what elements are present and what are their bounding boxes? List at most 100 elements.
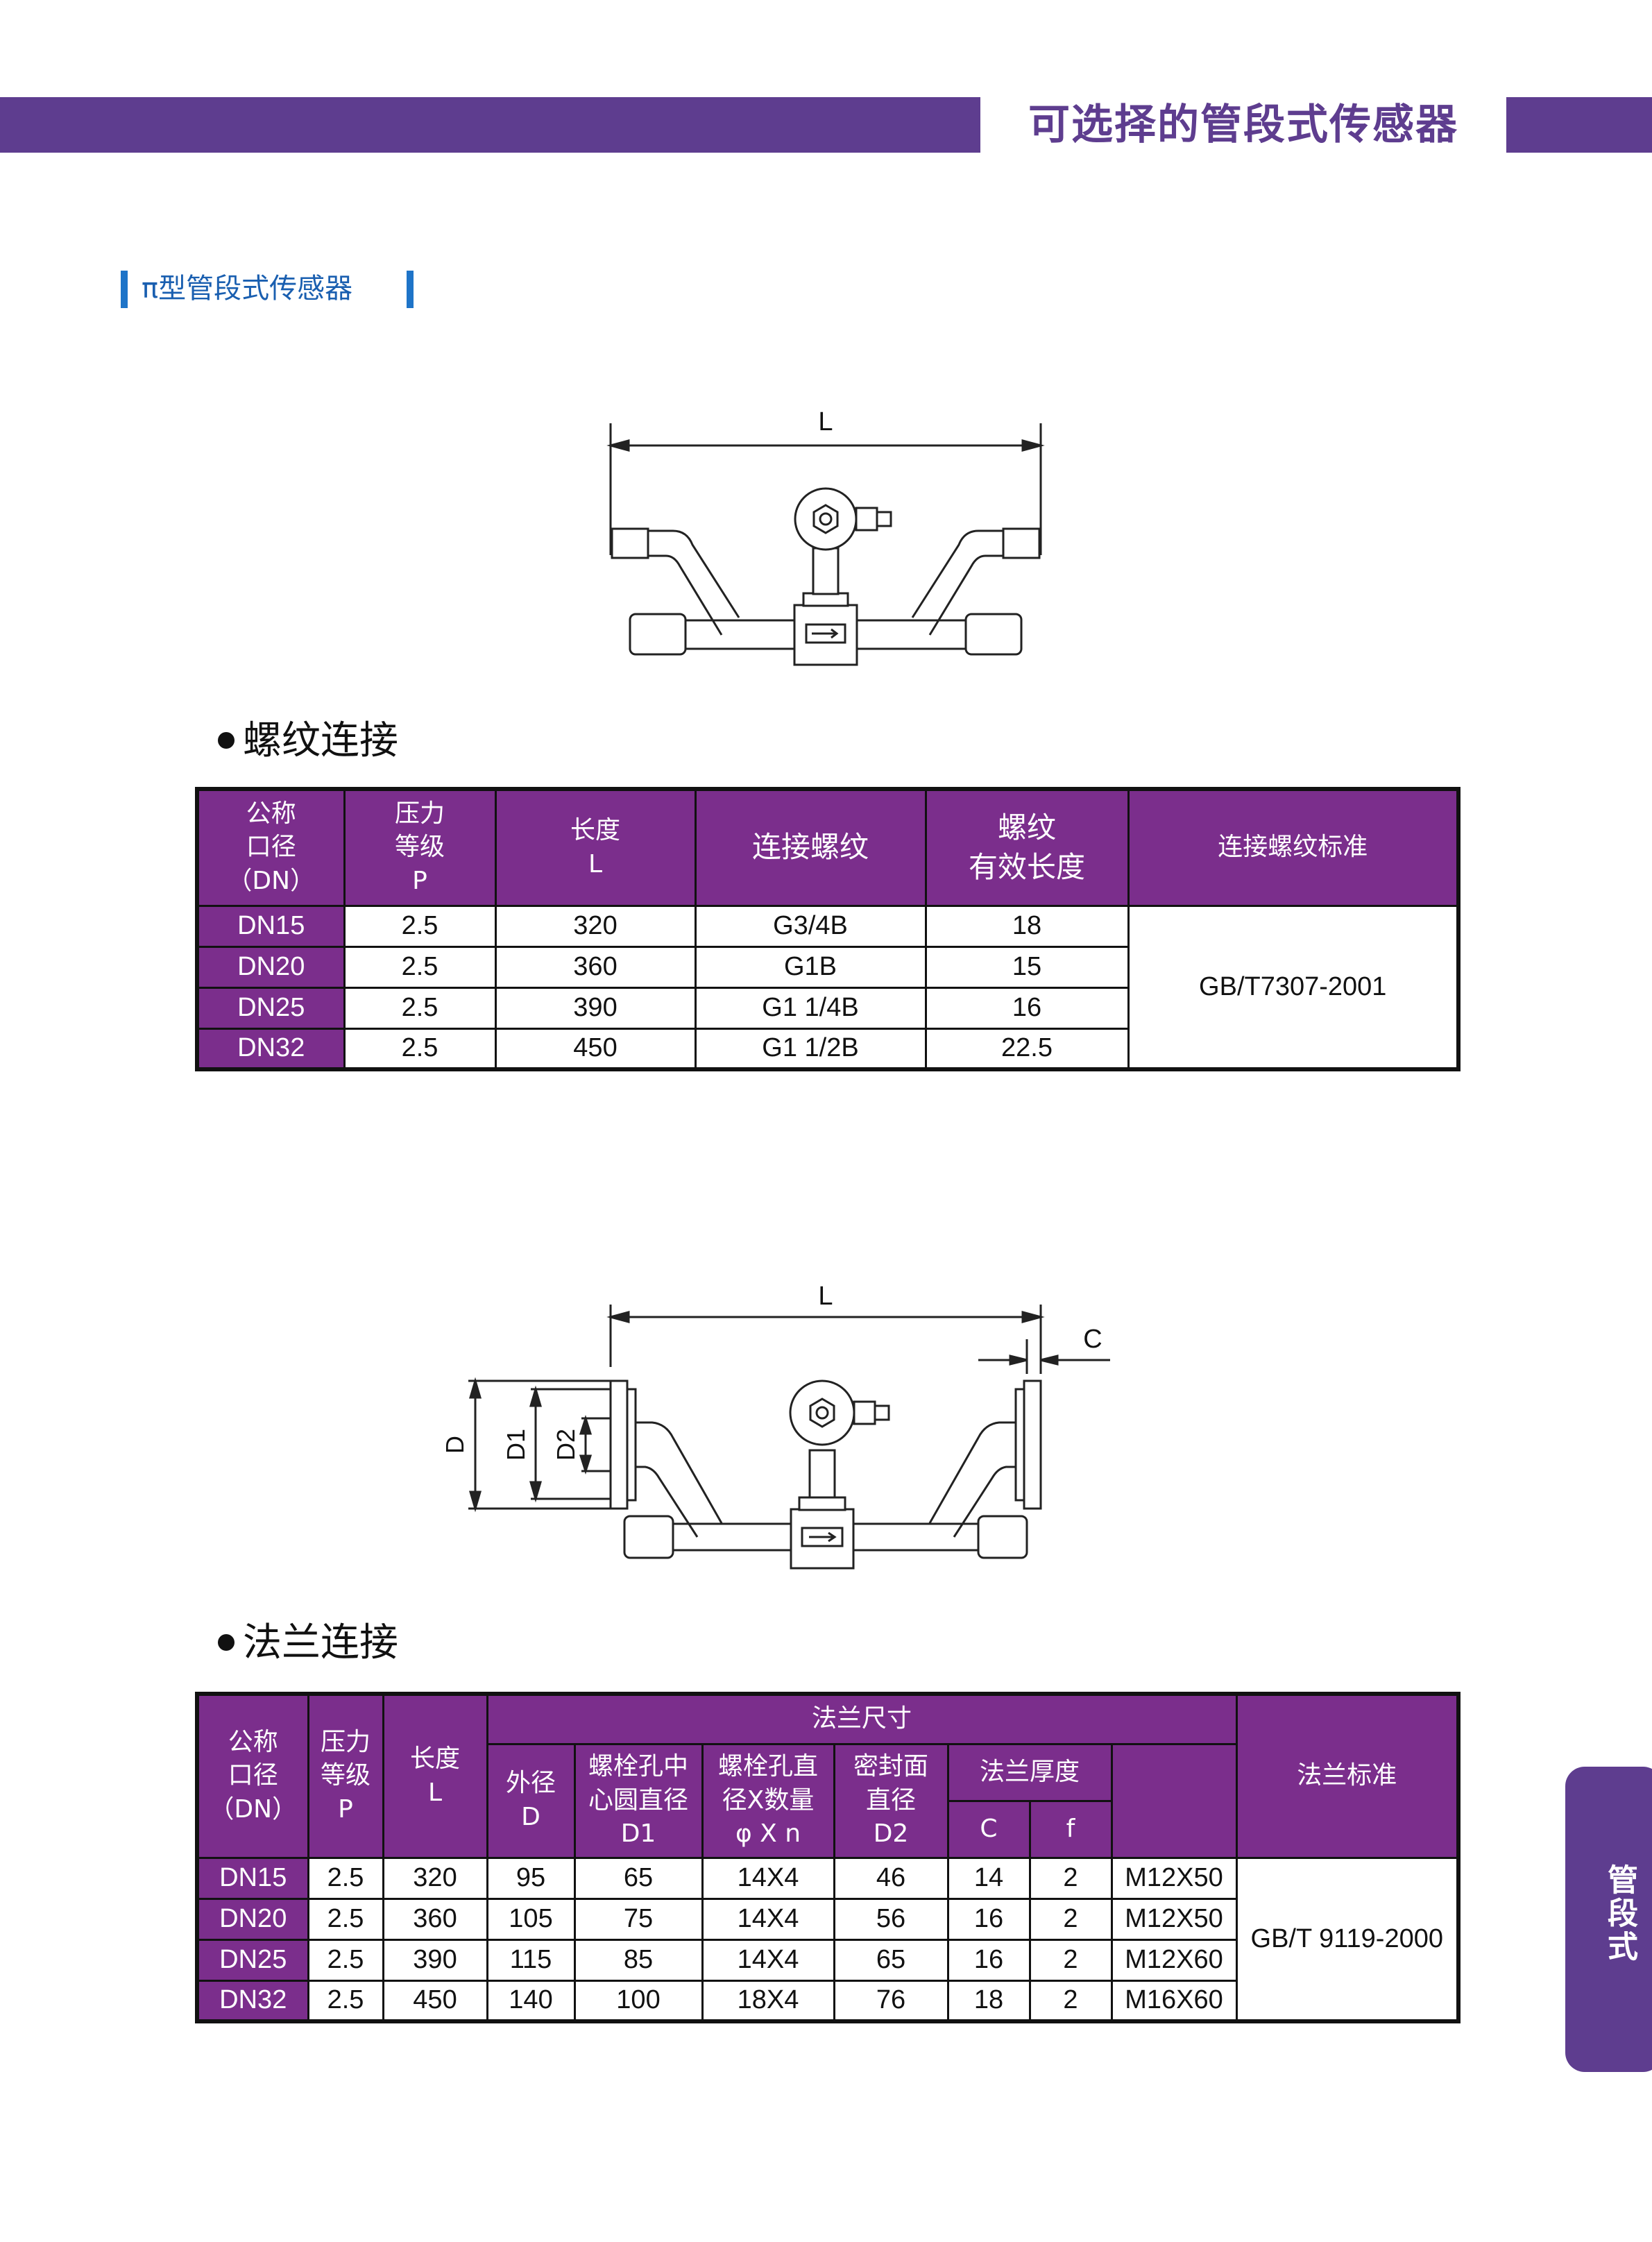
cell-bolt: M16X60 [1110,1979,1238,2023]
cell-dn: DN20 [196,1897,309,1941]
threaded-dim-L: L [818,407,833,436]
threaded-diagram: L [597,402,1055,680]
cell-c: 16 [946,1897,1031,1941]
cell-standard: GB/T7307-2001 [1127,904,1460,1071]
cell-p: 2.5 [307,1938,384,1982]
cell-f: 2 [1028,1938,1113,1982]
cell-thread: G1B [694,945,927,989]
cell-length: 320 [494,904,697,948]
cell-dn: DN15 [196,904,346,948]
cell-c: 18 [946,1979,1031,2023]
threaded-diagram-svg: L [606,407,1045,666]
cell-dn: DN20 [196,945,346,989]
cell-length: 360 [494,945,697,989]
cell-dn: DN32 [196,1979,309,2023]
table-row: DN25 2.5 390 115 85 14X4 65 16 2 M12X60 [196,1938,1458,1982]
cell-seal-diameter: 56 [833,1897,949,1941]
col-dn-header: 公称口径（DN） [196,1692,309,1859]
cell-dn: DN32 [196,1027,346,1071]
flanged-dim-D2: D2 [552,1429,580,1461]
flanged-header-row-3: C f [197,1799,1458,1859]
side-section-tab[interactable]: 管段式 [1565,1767,1652,2072]
cell-c: 14 [946,1856,1031,1900]
cell-bolt-circle: 65 [573,1856,704,1900]
table-row: DN32 2.5 450 G1 1/2B 22.5 [196,1027,1458,1071]
cell-p: 2.5 [343,945,497,989]
cell-seal-diameter: 65 [833,1938,949,1982]
cell-p: 2.5 [343,904,497,948]
cell-length: 450 [382,1979,488,2023]
cell-outer-diameter: 115 [486,1938,576,1982]
flanged-diagram: L C D D1 D2 [416,1270,1131,1575]
cell-bolt-holes: 18X4 [701,1979,835,2023]
col-bolt-spec-header [1110,1742,1238,1859]
col-flange-standard-header: 法兰标准 [1235,1692,1460,1859]
cell-outer-diameter: 105 [486,1897,576,1941]
table-row: DN20 2.5 360 105 75 14X4 56 16 2 M12X50 [196,1897,1458,1941]
cell-p: 2.5 [307,1856,384,1900]
cell-dn: DN15 [196,1856,309,1900]
cell-effective-length: 15 [924,945,1130,989]
cell-bolt-holes: 14X4 [701,1938,835,1982]
cell-length: 390 [494,986,697,1030]
cell-bolt: M12X50 [1110,1856,1238,1900]
cell-length: 360 [382,1897,488,1941]
col-standard-header: 连接螺纹标准 [1127,788,1460,907]
cell-p: 2.5 [307,1979,384,2023]
subheading-marker-right [407,271,414,308]
col-c-header: C [946,1799,1031,1859]
bullet-dot [218,1633,235,1651]
cell-p: 2.5 [343,1027,497,1071]
cell-effective-length: 22.5 [924,1027,1130,1071]
subheading-marker-left [121,271,128,308]
col-f-header: f [1028,1799,1113,1859]
cell-outer-diameter: 95 [486,1856,576,1900]
cell-bolt-holes: 14X4 [701,1897,835,1941]
flange-dimensions-group-header: 法兰尺寸 [486,1692,1238,1745]
cell-thread: G3/4B [694,904,927,948]
col-thread-header: 连接螺纹 [694,788,927,907]
header-bar-right [1506,97,1652,153]
cell-effective-length: 16 [924,986,1130,1030]
cell-flange-standard: GB/T 9119-2000 [1235,1856,1460,2023]
cell-dn: DN25 [196,986,346,1030]
table-row: DN20 2.5 360 G1B 15 [196,945,1458,989]
cell-thread: G1 1/2B [694,1027,927,1071]
cell-thread: G1 1/4B [694,986,927,1030]
col-dn-header: 公称口径（DN） [196,788,346,907]
table-row: DN15 2.5 320 95 65 14X4 46 14 2 M12X50 G… [196,1856,1460,2023]
flanged-dim-C: C [1083,1325,1102,1354]
table-row: DN15 2.5 320 G3/4B 18 GB/T7307-2001 [196,904,1460,1071]
cell-p: 2.5 [307,1897,384,1941]
cell-bolt-circle: 85 [573,1938,704,1982]
cell-bolt: M12X50 [1110,1897,1238,1941]
cell-length: 450 [494,1027,697,1071]
cell-bolt-holes: 14X4 [701,1856,835,1900]
cell-bolt-circle: 75 [573,1897,704,1941]
flanged-diagram-svg: L C D D1 D2 [441,1282,1110,1570]
header-bar-left [0,97,980,153]
subheading-text: π型管段式传感器 [142,273,353,305]
cell-length: 390 [382,1938,488,1982]
threaded-title-text: 螺纹连接 [243,718,398,763]
cell-length: 320 [382,1856,488,1900]
col-effective-length-header: 螺纹有效长度 [924,788,1130,907]
cell-p: 2.5 [343,986,497,1030]
cell-dn: DN25 [196,1938,309,1982]
col-flange-thickness-header: 法兰厚度 [946,1742,1113,1802]
side-tab-label: 管段式 [1602,1864,1637,1964]
cell-f: 2 [1028,1897,1113,1941]
cell-bolt-circle: 100 [573,1979,704,2023]
cell-bolt: M12X60 [1110,1938,1238,1982]
table-row: DN32 2.5 450 140 100 18X4 76 18 2 M16X60 [196,1979,1458,2023]
